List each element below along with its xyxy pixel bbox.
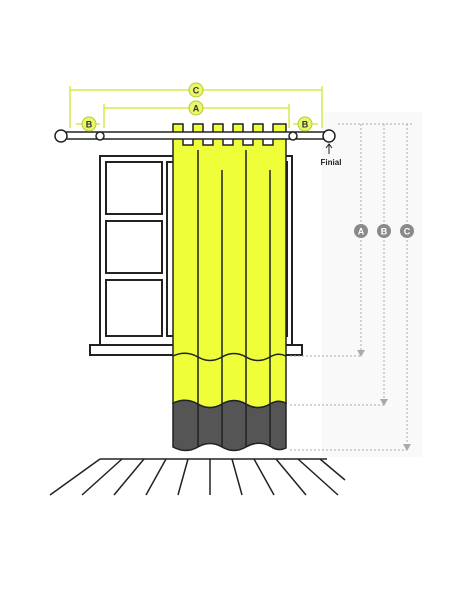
- badge-a-top: A: [188, 100, 204, 116]
- floor-lines: [49, 458, 346, 496]
- badge-b-right: B: [297, 116, 313, 132]
- curtain-sill-hem: [172, 352, 287, 362]
- badge-b-drop: B: [377, 224, 391, 238]
- badge-b-drop-label: B: [381, 227, 388, 237]
- finial-label: Finial: [321, 158, 342, 167]
- left-finial-icon: [54, 129, 68, 143]
- drop-arrowheads: [357, 350, 411, 451]
- badge-b-right-label: B: [302, 120, 309, 130]
- badge-a-drop: A: [354, 224, 368, 238]
- badge-c-top-label: C: [193, 86, 200, 96]
- finial-pointer: [325, 143, 333, 154]
- badge-b-left-label: B: [86, 120, 93, 130]
- left-bracket-icon: [95, 131, 105, 141]
- right-finial-icon: [322, 129, 336, 143]
- window-pane-top-left: [105, 161, 163, 215]
- badge-a-drop-label: A: [358, 227, 365, 237]
- window-pane-bottom-left: [105, 279, 163, 337]
- badge-c-drop: C: [400, 224, 414, 238]
- right-bracket-icon: [288, 131, 298, 141]
- measurement-panel-bg: [322, 112, 422, 457]
- badge-a-top-label: A: [193, 104, 200, 114]
- badge-b-left: B: [81, 116, 97, 132]
- drop-guide-lines: [290, 123, 414, 451]
- curtain-rod: [54, 129, 336, 143]
- curtain-floor-extension: [172, 399, 287, 452]
- badge-c-drop-label: C: [404, 227, 411, 237]
- curtain-panel: [172, 123, 287, 409]
- rod-bar: [65, 131, 327, 140]
- curtain-folds: [197, 150, 271, 447]
- badge-c-top: C: [188, 82, 204, 98]
- window-pane-mid-left: [105, 220, 163, 274]
